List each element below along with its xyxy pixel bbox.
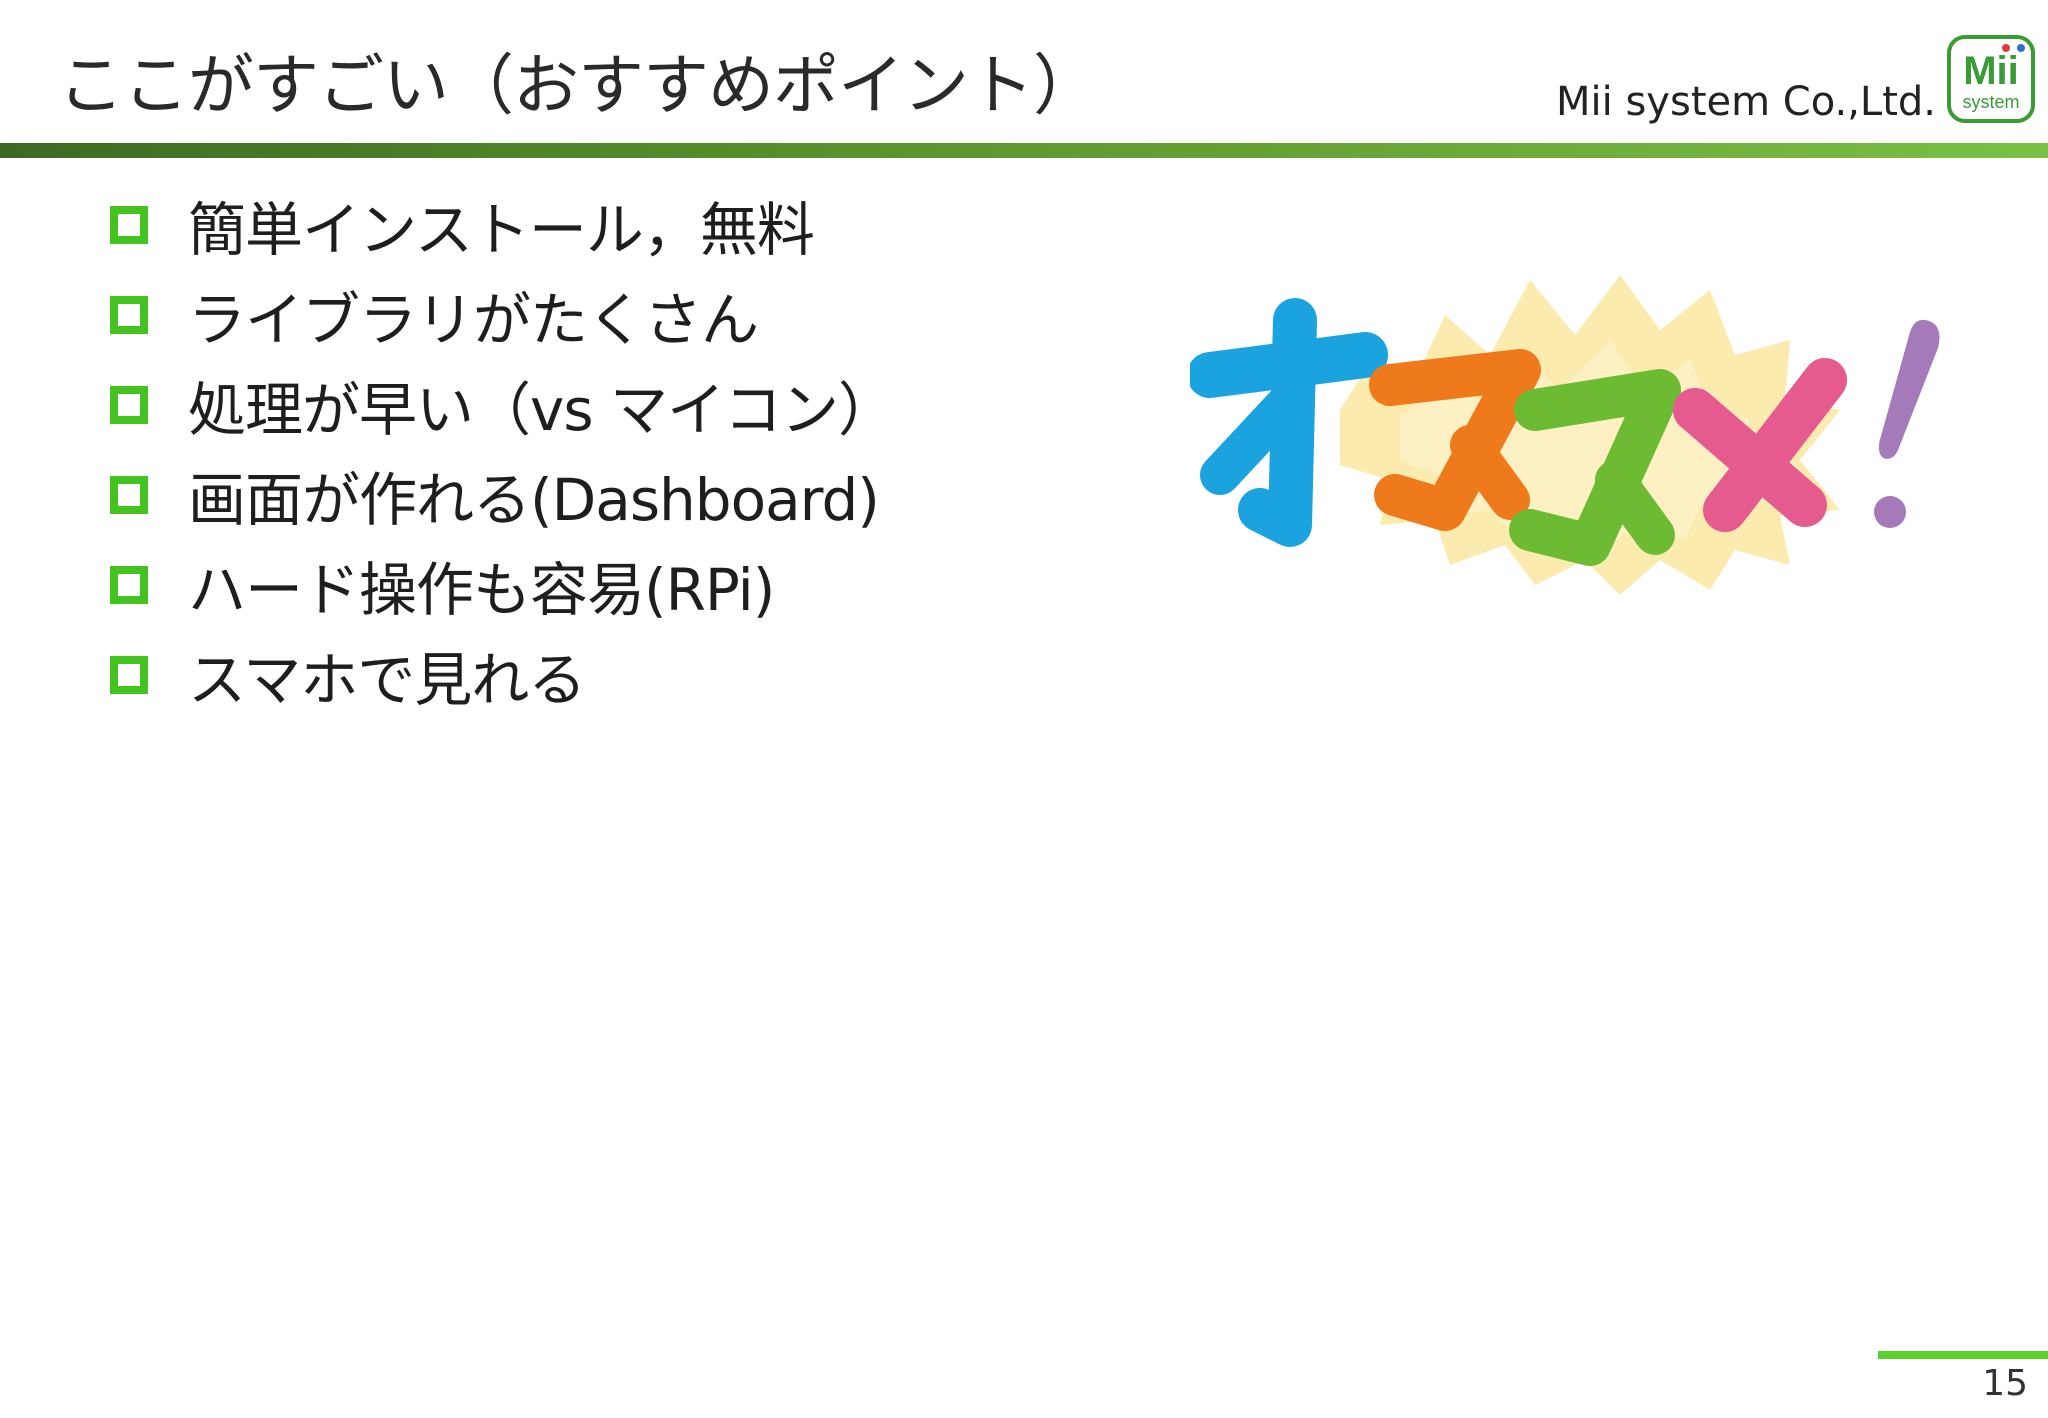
list-item: 画面が作れる(Dashboard): [110, 450, 895, 540]
osusume-illustration: [1190, 275, 1940, 595]
letter-o-icon: [1190, 298, 1388, 547]
list-item: スマホで見れる: [110, 630, 895, 720]
square-bullet-icon: [110, 566, 148, 604]
square-bullet-icon: [110, 206, 148, 244]
mii-system-logo: Mii system: [1947, 35, 2035, 123]
bullet-list: 簡単インストール，無料 ライブラリがたくさん 処理が早い（vs マイコン） 画面…: [110, 180, 896, 720]
bullet-text: ハード操作も容易(RPi): [188, 556, 775, 624]
square-bullet-icon: [110, 656, 148, 694]
bullet-text: スマホで見れる: [188, 646, 586, 714]
square-bullet-icon: [110, 476, 148, 514]
list-item: ハード操作も容易(RPi): [110, 540, 895, 630]
slide-title: ここがすごい（おすすめポイント）: [58, 47, 1099, 124]
exclamation-icon: [1874, 319, 1940, 528]
bullet-text: 簡単インストール，無料: [188, 196, 815, 264]
bullet-text: ライブラリがたくさん: [188, 286, 759, 354]
company-name: Mii system Co.,Ltd.: [1556, 79, 1936, 125]
bullet-text: 処理が早い（vs マイコン）: [188, 376, 896, 444]
list-item: 処理が早い（vs マイコン）: [110, 360, 896, 450]
footer-divider: [1878, 1351, 2048, 1359]
logo-text-mii: Mii: [1963, 49, 2019, 93]
letter-su1-icon: [1369, 349, 1541, 531]
page-number: 15: [1982, 1363, 2028, 1404]
square-bullet-icon: [110, 386, 148, 424]
list-item: ライブラリがたくさん: [110, 270, 895, 360]
logo-text-system: system: [1962, 92, 2019, 112]
letter-su2-icon: [1509, 369, 1681, 566]
square-bullet-icon: [110, 296, 148, 334]
bullet-text: 画面が作れる(Dashboard): [188, 466, 880, 534]
list-item: 簡単インストール，無料: [110, 180, 895, 270]
letter-me-icon: [1673, 358, 1847, 532]
header-divider: [0, 143, 2048, 158]
